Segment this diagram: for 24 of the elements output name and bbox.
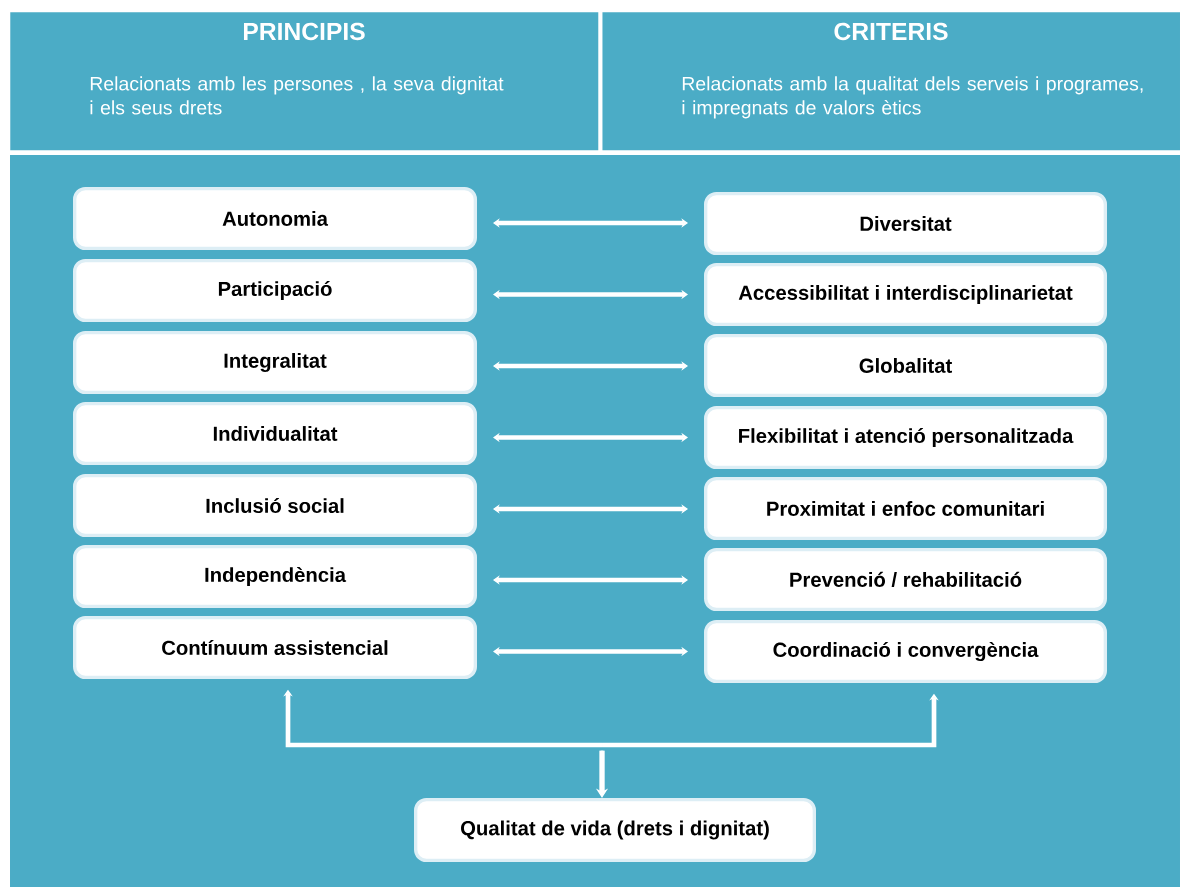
text-box: Qualitat de vida (drets i dignitat) bbox=[414, 798, 816, 862]
text-box: Integralitat bbox=[73, 331, 477, 394]
arrow bbox=[493, 289, 688, 300]
text-box: Contínuum assistencial bbox=[73, 616, 477, 679]
arrow bbox=[493, 575, 688, 585]
text-box: Accessibilitat i interdisciplinarietat bbox=[704, 263, 1107, 326]
header-panel: CRITERIS Relacionats amb la qualitat dels serveis i programes, i impregnats de valors ètics bbox=[602, 12, 1180, 151]
text-box: Autonomia bbox=[73, 187, 477, 250]
text-box: Proximitat i enfoc comunitari bbox=[704, 477, 1107, 540]
text-box: Individualitat bbox=[73, 402, 477, 465]
arrow bbox=[493, 504, 688, 514]
arrow bbox=[493, 218, 688, 228]
text-box: Inclusió social bbox=[73, 474, 477, 537]
arrow bbox=[493, 432, 688, 443]
arrow bbox=[493, 646, 688, 657]
text-box: Coordinació i convergència bbox=[704, 620, 1107, 683]
text-box: Participació bbox=[73, 259, 477, 322]
text-box: Diversitat bbox=[704, 192, 1107, 255]
header-panel: PRINCIPIS Relacionats amb les persones , la seva dignitat i els seus drets bbox=[10, 12, 599, 151]
text-box: Prevenció / rehabilitació bbox=[704, 548, 1107, 611]
text-box: Globalitat bbox=[704, 334, 1107, 397]
text-box: Independència bbox=[73, 545, 477, 608]
arrow bbox=[493, 361, 688, 371]
text-box: Flexibilitat i atenció personalitzada bbox=[704, 406, 1107, 469]
